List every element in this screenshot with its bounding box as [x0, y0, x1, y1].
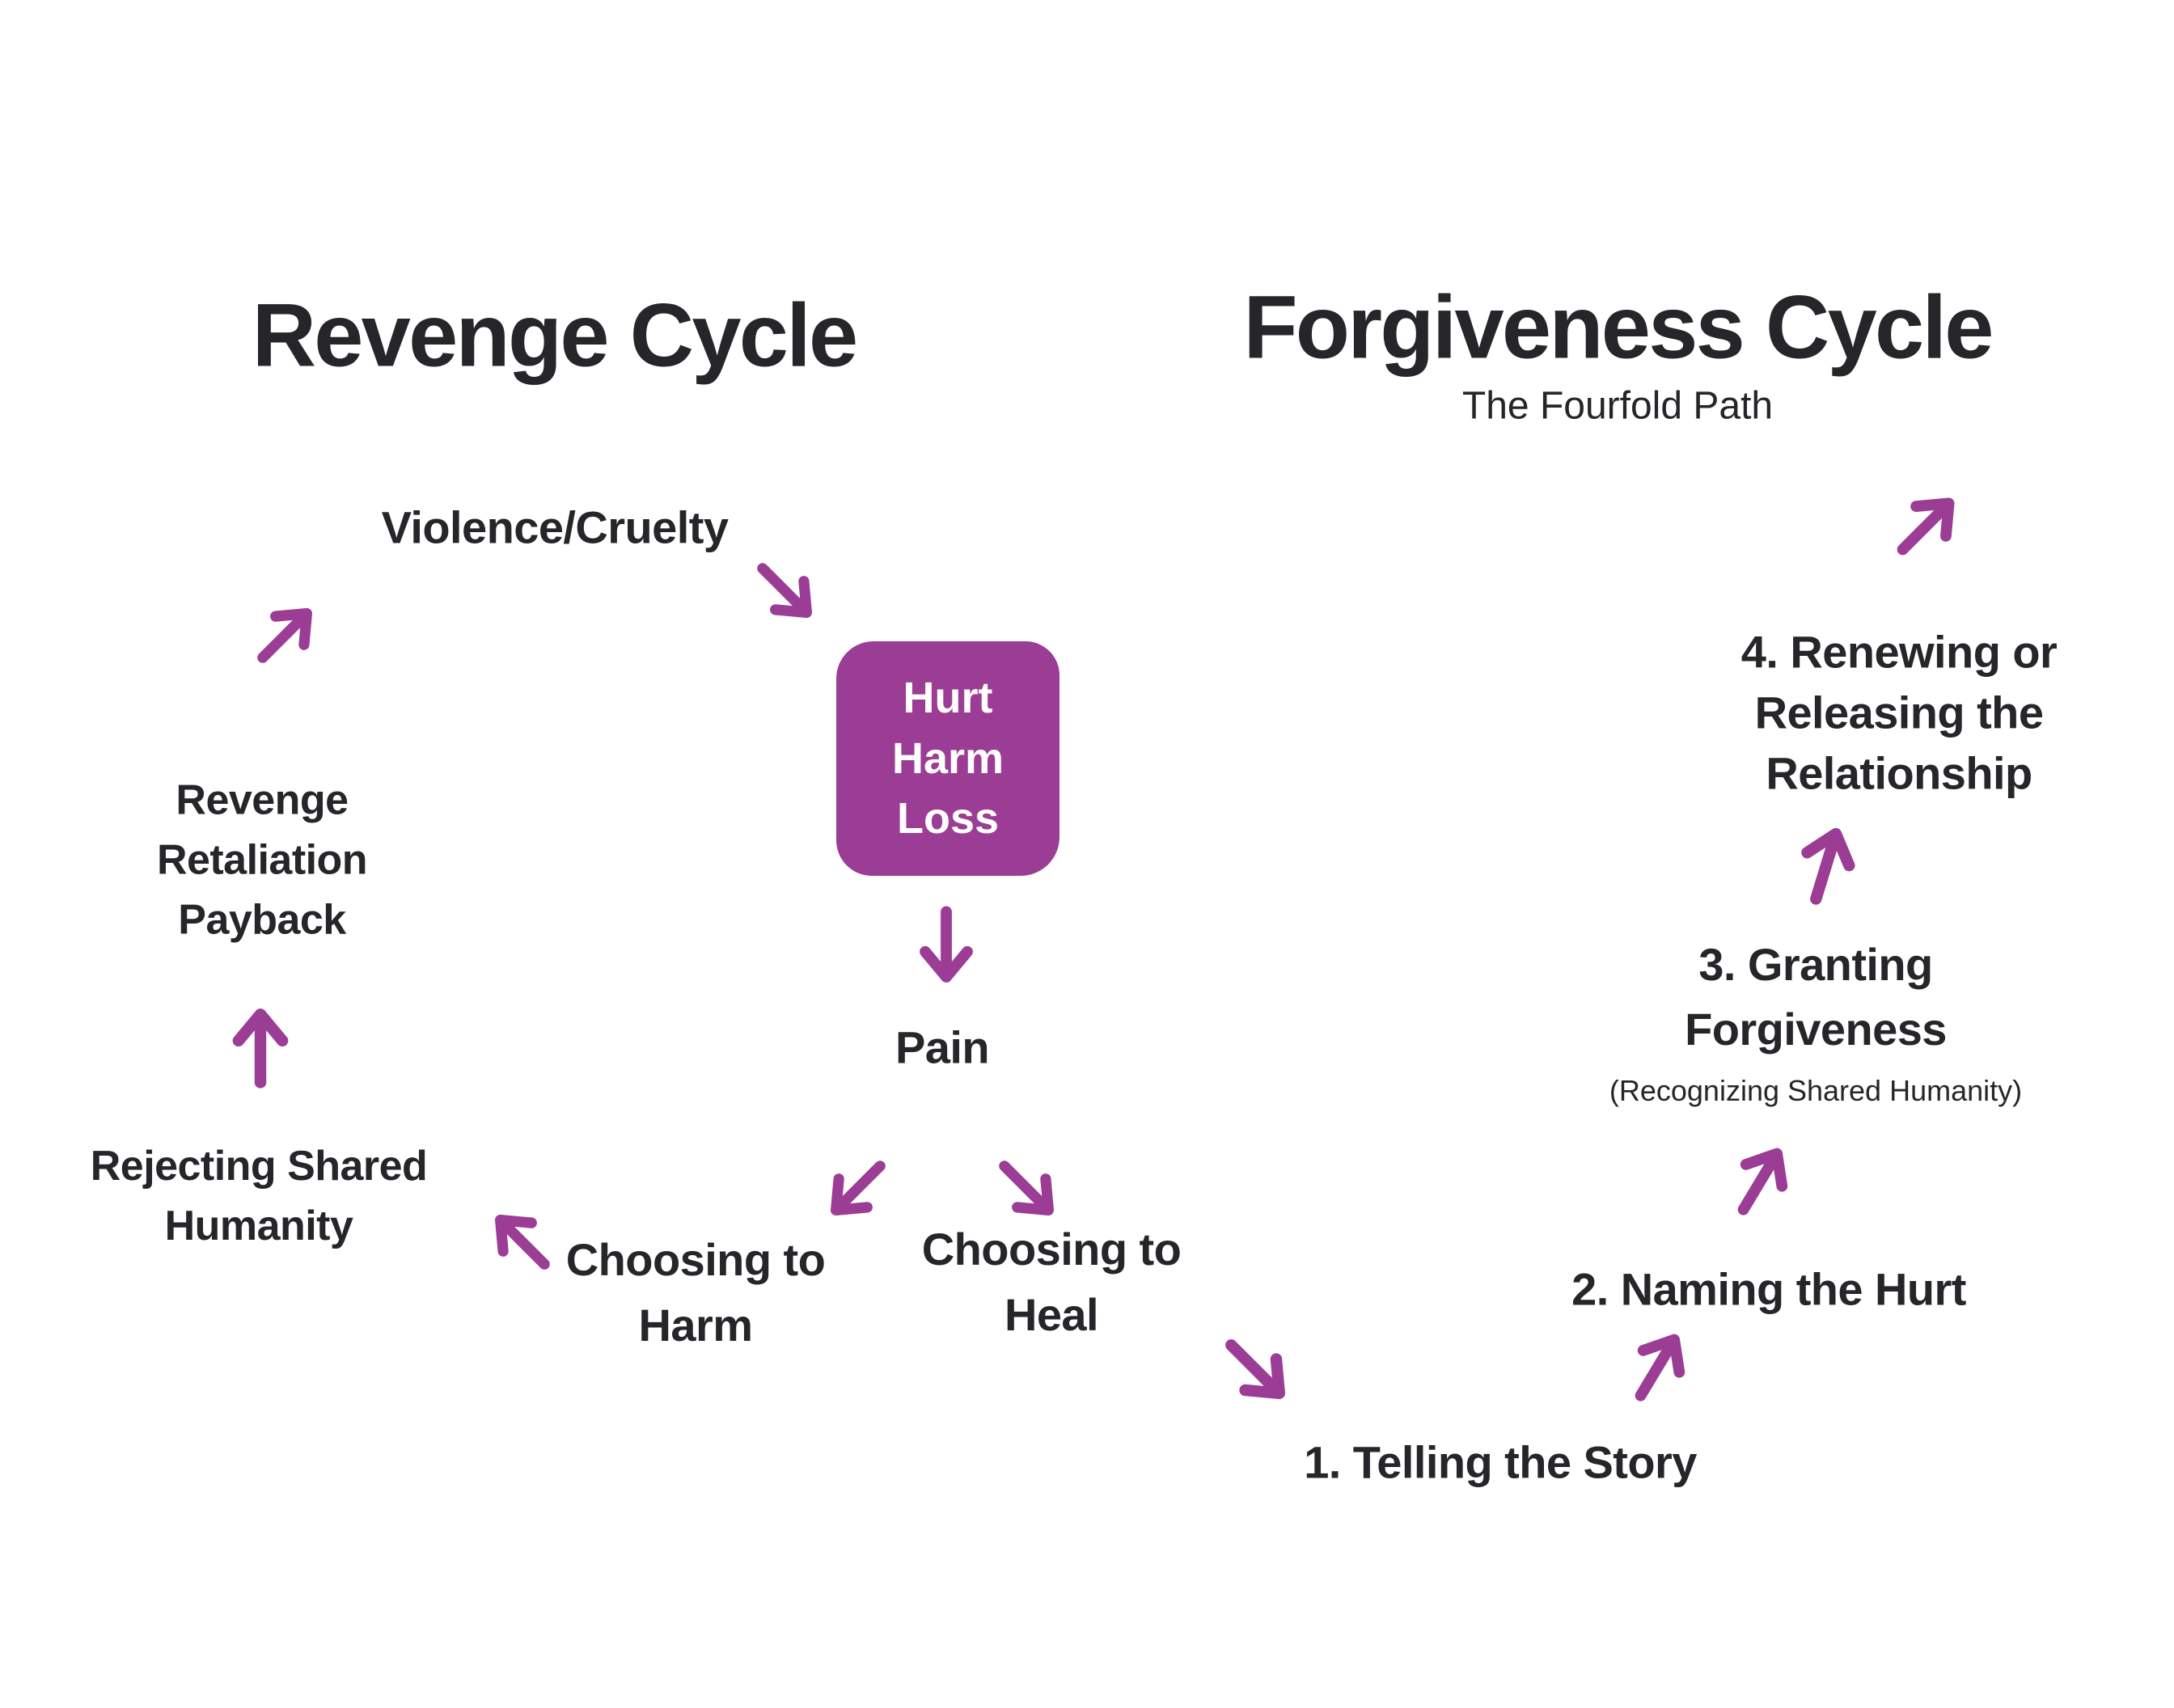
arrow-hurt-box-to-pain-icon	[894, 893, 999, 998]
node-step3-granting-forgiveness: 3. Granting Forgiveness (Recognizing Sha…	[1609, 932, 2022, 1112]
hurt-box-line: Loss	[896, 794, 1000, 843]
node-line: Releasing the	[1754, 687, 2044, 738]
arrow-rejecting-to-revenge-icon	[205, 992, 315, 1102]
node-step1-telling-the-story: 1. Telling the Story	[1304, 1436, 1697, 1488]
arrow-violence-to-hurt-box-icon	[750, 556, 821, 627]
hurt-harm-loss-box: Hurt Harm Loss	[836, 641, 1060, 876]
arrow-pain-to-choosing-heal-icon	[992, 1153, 1063, 1224]
node-step2-naming-the-hurt: 2. Naming the Hurt	[1571, 1263, 1966, 1315]
hurt-box-line: Harm	[891, 734, 1005, 783]
hurt-box-line: Hurt	[903, 674, 993, 723]
node-choosing-to-heal: Choosing to Heal	[921, 1216, 1182, 1347]
node-line: Choosing to	[565, 1233, 826, 1285]
node-rejecting-shared-humanity: Rejecting Shared Humanity	[90, 1137, 428, 1257]
arrow-renewing-outward-icon	[1889, 488, 1964, 563]
node-line: Harm	[638, 1300, 753, 1351]
arrow-choosing-heal-to-telling-icon	[1217, 1331, 1295, 1409]
node-line: Forgiveness	[1685, 1004, 1947, 1055]
arrow-pain-to-choosing-harm-icon	[822, 1153, 893, 1224]
node-line: 4. Renewing or	[1740, 626, 2058, 678]
node-line: Choosing to	[921, 1223, 1182, 1275]
node-line: Payback	[178, 895, 346, 943]
node-line: Heal	[1004, 1289, 1099, 1340]
revenge-cycle-title: Revenge Cycle	[252, 285, 859, 386]
arrow-telling-to-naming-icon	[1613, 1321, 1703, 1412]
arrow-granting-to-renewing-icon	[1774, 813, 1879, 918]
node-step4-renewing-or-releasing: 4. Renewing or Releasing the Relationshi…	[1740, 621, 2058, 803]
node-violence-cruelty: Violence/Cruelty	[381, 501, 729, 553]
node-line: Humanity	[164, 1203, 353, 1249]
node-line: Relationship	[1766, 747, 2032, 799]
arrow-choosing-harm-to-rejecting-icon	[486, 1206, 557, 1277]
node-choosing-to-harm: Choosing to Harm	[565, 1227, 826, 1358]
node-line: Revenge	[176, 776, 349, 824]
forgiveness-cycle-title: Forgiveness Cycle	[1243, 277, 1994, 378]
forgiveness-cycle-subtitle: The Fourfold Path	[1461, 384, 1774, 428]
node-pain: Pain	[895, 1021, 990, 1073]
arrow-naming-to-granting-icon	[1715, 1135, 1806, 1226]
node-line: 3. Granting	[1698, 939, 1933, 991]
node-line: Rejecting Shared	[90, 1143, 428, 1190]
arrow-revenge-to-violence-icon	[250, 599, 321, 670]
node-revenge-retaliation-payback: Revenge Retaliation Payback	[156, 771, 368, 949]
node-step3-note: (Recognizing Shared Humanity)	[1609, 1074, 2023, 1108]
node-line: Retaliation	[156, 836, 368, 884]
